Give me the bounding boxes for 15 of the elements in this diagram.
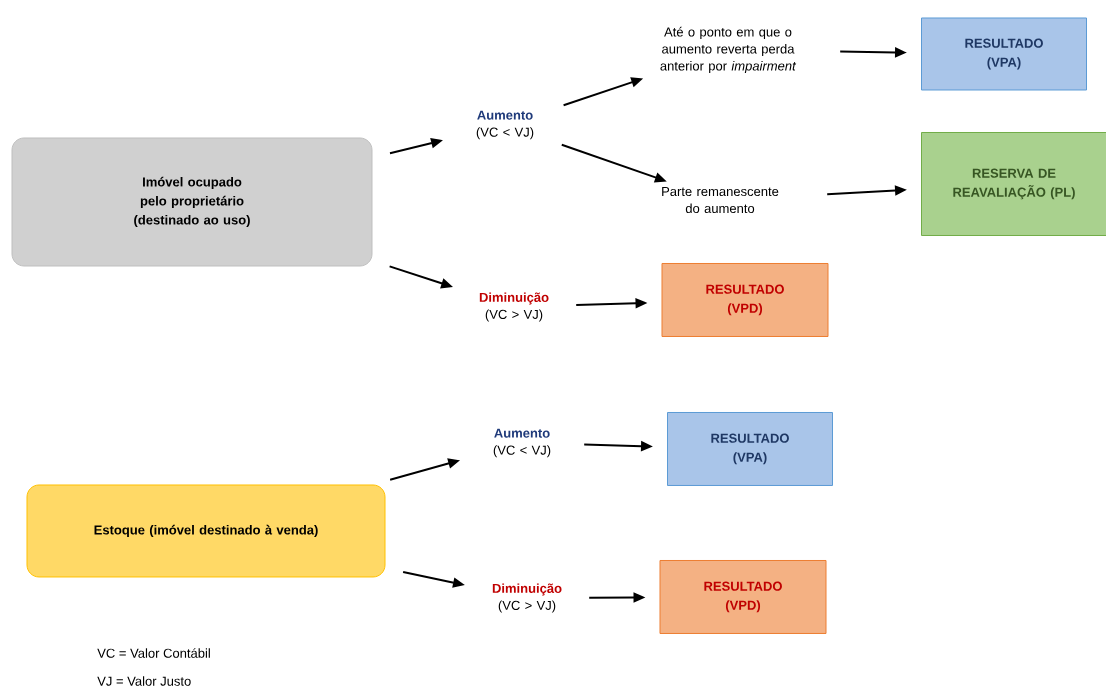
legend-note: VJ = Valor Justo bbox=[97, 676, 191, 686]
branch-text: Diminuição (VC > VJ) bbox=[479, 292, 549, 322]
result-box: RESULTADO (VPD) bbox=[659, 560, 827, 634]
result-box: RESULTADO (VPA) bbox=[667, 412, 833, 486]
result-box: RESERVA DE REAVALIAÇÃO (PL) bbox=[921, 132, 1106, 236]
legend-note: VC = Valor Contábil bbox=[97, 648, 210, 658]
branch-text: Até o ponto em que o aumento reverta perda anterior por impairment bbox=[660, 26, 797, 74]
branch-text: Aumento (VC < VJ) bbox=[493, 428, 551, 458]
category-box: Imóvel ocupado pelo proprietário (destinado ao uso) bbox=[11, 137, 373, 267]
branch-text: Aumento (VC < VJ) bbox=[476, 110, 534, 140]
branch-text: Diminuição (VC > VJ) bbox=[492, 583, 562, 613]
result-box: RESULTADO (VPD) bbox=[661, 263, 829, 337]
category-box: Estoque (imóvel destinado à venda) bbox=[26, 484, 386, 578]
branch-text: Parte remanescente do aumento bbox=[662, 186, 779, 213]
result-box: RESULTADO (VPA) bbox=[921, 17, 1087, 91]
